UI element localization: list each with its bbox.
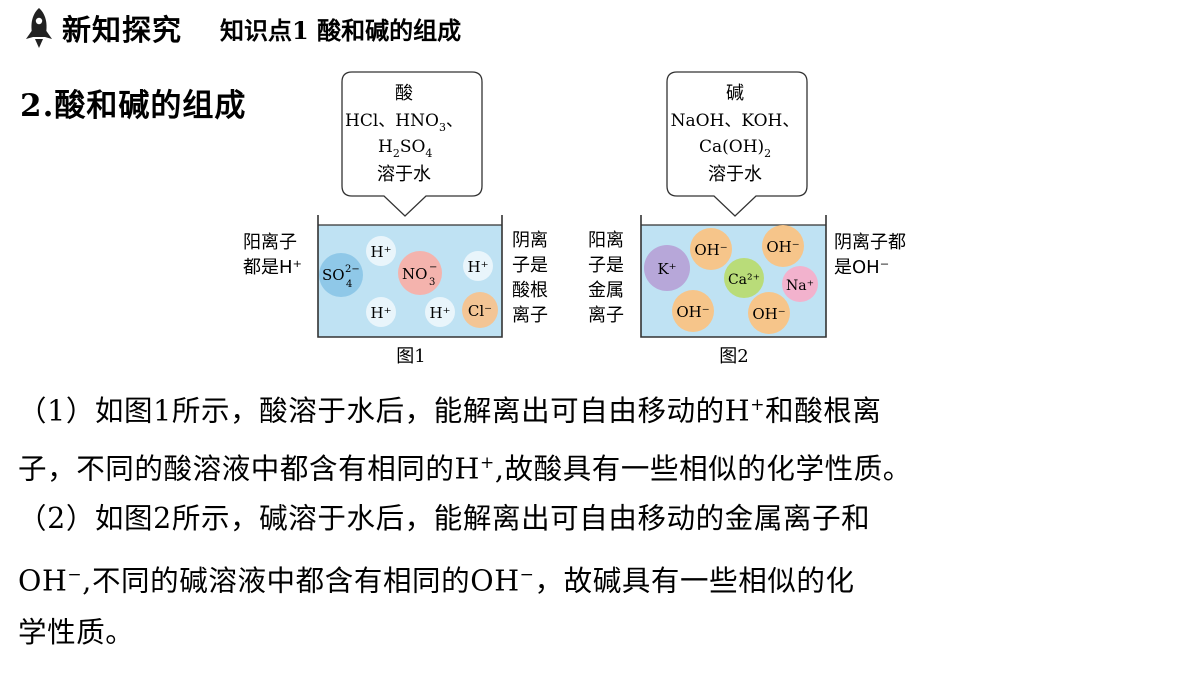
svg-text:Cl⁻: Cl⁻: [468, 302, 492, 320]
base-box-dissolve: 溶于水: [708, 164, 762, 185]
figure2-caption: 图2: [719, 346, 748, 367]
svg-text:OH⁻: OH⁻: [694, 241, 727, 259]
figure2: 碱 NaOH、KOH、 Ca(OH)2 溶于水 K⁺ OH⁻ OH⁻ Ca²⁺ …: [640, 71, 827, 367]
svg-text:H⁺: H⁺: [430, 304, 451, 322]
base-box-title: 碱: [726, 83, 744, 104]
paragraph-2-line-2: OH−,不同的碱溶液中都含有相同的OH−，故碱具有一些相似的化: [18, 564, 855, 598]
section-title: 2.酸和碱的组成: [20, 88, 247, 124]
figure1-left-label: 阳离子 都是H⁺: [243, 232, 303, 278]
ion-ca: Ca²⁺: [724, 258, 764, 298]
acid-beaker: [317, 215, 503, 338]
header-title: 新知探究: [62, 13, 183, 47]
svg-text:OH⁻: OH⁻: [766, 238, 799, 256]
svg-text:SO: SO: [322, 266, 345, 284]
paragraph-2-line-1: （2）如图2所示，碱溶于水后，能解离出可自由移动的金属离子和: [18, 502, 871, 535]
paragraph-1-line-1: （1）如图1所示，酸溶于水后，能解离出可自由移动的H+和酸根离: [18, 394, 882, 428]
base-box-formula-1: NaOH、KOH、: [671, 111, 800, 131]
acid-base-diagram: 酸 HCl、HNO3、 H2SO4 溶于水 SO 2− 4 H⁺ NO − 3: [317, 71, 827, 367]
ion-h: H⁺: [425, 297, 455, 327]
svg-text:2−: 2−: [345, 264, 360, 275]
svg-text:OH⁻: OH⁻: [676, 303, 709, 321]
ion-so4: SO 2− 4: [319, 253, 363, 297]
figure1-right-label: 阴离 子是 酸根 离子: [512, 230, 548, 326]
acid-box-formula-1: HCl、HNO3、: [345, 111, 463, 134]
ion-no3: NO − 3: [398, 251, 442, 295]
svg-text:Na⁺: Na⁺: [786, 278, 814, 294]
ion-oh: OH⁻: [690, 228, 732, 270]
base-box-formula-2: Ca(OH)2: [699, 137, 771, 160]
figure2-left-label: 阳离 子是 金属 离子: [588, 230, 624, 326]
ion-na: Na⁺: [782, 266, 818, 302]
svg-text:H⁺: H⁺: [371, 243, 392, 261]
ion-oh: OH⁻: [762, 225, 804, 267]
ion-oh: OH⁻: [672, 290, 714, 332]
svg-text:H⁺: H⁺: [371, 304, 392, 322]
ion-k: K⁺: [644, 245, 690, 291]
base-callout-box: [666, 71, 808, 217]
rocket-icon: [26, 8, 52, 48]
figure2-right-label: 阴离子都 是OH⁻: [834, 232, 906, 278]
svg-text:H⁺: H⁺: [468, 258, 489, 276]
acid-box-formula-2: H2SO4: [378, 137, 432, 160]
svg-text:4: 4: [346, 279, 352, 290]
figure1: 酸 HCl、HNO3、 H2SO4 溶于水 SO 2− 4 H⁺ NO − 3: [317, 71, 503, 367]
svg-text:3: 3: [429, 277, 435, 288]
svg-text:−: −: [429, 262, 437, 273]
ion-h: H⁺: [366, 236, 396, 266]
svg-text:OH⁻: OH⁻: [752, 305, 785, 323]
header-subtitle: 知识点1 酸和碱的组成: [220, 15, 462, 45]
svg-text:K⁺: K⁺: [657, 260, 676, 278]
ion-h: H⁺: [463, 251, 493, 281]
slide-header: 新知探究 知识点1 酸和碱的组成: [22, 8, 461, 48]
ion-h: H⁺: [366, 297, 396, 327]
figure1-caption: 图1: [396, 346, 425, 367]
base-beaker: [640, 215, 827, 338]
svg-text:NO: NO: [402, 265, 427, 283]
acid-callout-box: [341, 71, 483, 217]
svg-text:Ca²⁺: Ca²⁺: [728, 272, 760, 288]
paragraph-2-line-3: 学性质。: [18, 616, 135, 649]
acid-box-title: 酸: [395, 83, 413, 104]
paragraph-1-line-2: 子，不同的酸溶液中都含有相同的H+,故酸具有一些相似的化学性质。: [18, 452, 912, 486]
ion-oh: OH⁻: [748, 292, 790, 334]
ion-cl: Cl⁻: [462, 292, 498, 328]
acid-box-dissolve: 溶于水: [377, 164, 431, 185]
